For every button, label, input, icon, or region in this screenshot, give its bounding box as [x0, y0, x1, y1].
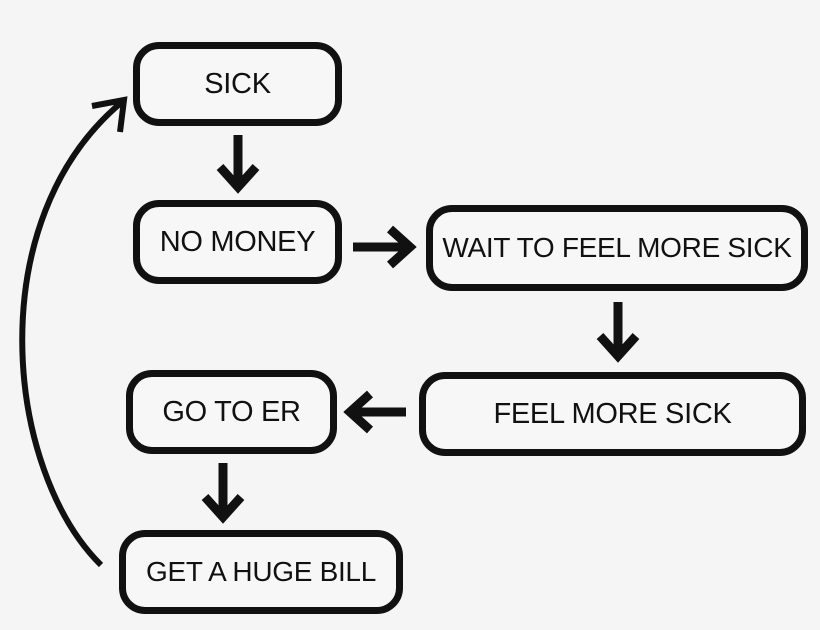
node-feel-more-sick-label: FEEL MORE SICK	[493, 397, 732, 430]
node-sick: SICK	[133, 42, 342, 126]
node-sick-label: SICK	[204, 67, 271, 100]
arrow-wait-to-feel-more-sick	[596, 302, 640, 363]
node-go-to-er: GO TO ER	[126, 370, 337, 454]
arrow-sick-to-no-money	[216, 135, 260, 194]
node-no-money-label: NO MONEY	[159, 225, 316, 258]
arrow-bill-to-sick-loop	[19, 96, 128, 568]
node-wait-to-feel-more-sick: WAIT TO FEEL MORE SICK	[426, 205, 808, 291]
node-go-to-er-label: GO TO ER	[162, 395, 301, 428]
node-bill-label: GET A HUGE BILL	[146, 556, 376, 587]
arrow-go-to-er-to-bill	[201, 463, 245, 524]
node-wait-label: WAIT TO FEEL MORE SICK	[442, 232, 792, 263]
node-feel-more-sick: FEEL MORE SICK	[419, 372, 806, 456]
node-no-money: NO MONEY	[133, 200, 342, 284]
arrow-no-money-to-wait	[353, 225, 417, 269]
node-get-a-huge-bill: GET A HUGE BILL	[119, 530, 403, 614]
arrow-feel-more-sick-to-go-to-er	[343, 390, 406, 434]
